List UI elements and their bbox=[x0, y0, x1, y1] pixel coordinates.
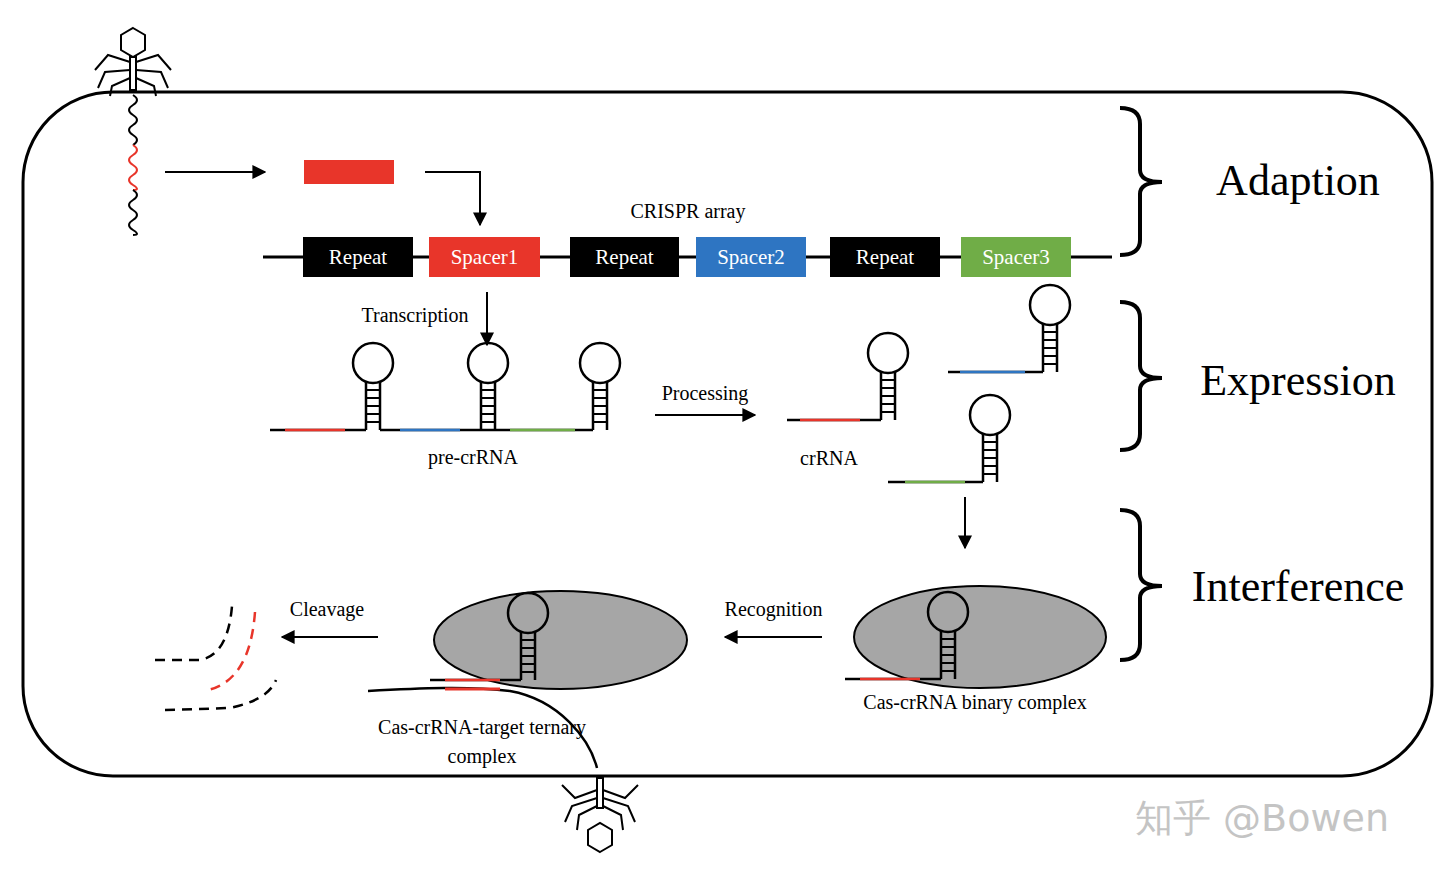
cleaved-dna bbox=[155, 606, 276, 710]
viral-dna bbox=[129, 95, 137, 145]
hairpin bbox=[868, 333, 908, 420]
rna-spacer bbox=[400, 429, 460, 432]
rna-spacer bbox=[285, 429, 345, 432]
viral-dna bbox=[129, 190, 137, 235]
protospacer bbox=[129, 145, 137, 190]
new-spacer bbox=[304, 160, 394, 184]
phage-top bbox=[95, 28, 171, 96]
dna-fragment bbox=[165, 680, 276, 710]
bracket bbox=[1120, 510, 1162, 660]
binary-complex: Cas-crRNA binary complex bbox=[853, 585, 1107, 689]
spacer-box: Spacer2 bbox=[696, 237, 806, 277]
box-label: Spacer2 bbox=[717, 245, 785, 270]
arrow bbox=[486, 292, 488, 345]
hairpin bbox=[970, 395, 1010, 482]
rna-strand bbox=[270, 429, 593, 432]
step-label: Transcription bbox=[361, 304, 468, 327]
connector bbox=[540, 256, 570, 259]
repeat-box: Repeat bbox=[570, 237, 679, 277]
pre-crrna bbox=[270, 343, 620, 430]
rna-label: crRNA bbox=[800, 447, 858, 470]
box-label: Repeat bbox=[329, 245, 387, 270]
hairpin bbox=[468, 343, 508, 430]
connector bbox=[940, 256, 961, 259]
phage-tail bbox=[597, 778, 603, 808]
step-label: Cleavage bbox=[290, 598, 364, 621]
spacer-box: Spacer1 bbox=[429, 237, 540, 277]
bracket bbox=[1120, 108, 1162, 255]
edge-label: Recognition bbox=[725, 598, 823, 621]
arrow bbox=[964, 497, 966, 548]
box-label: Spacer1 bbox=[451, 245, 519, 270]
rna-spacer bbox=[905, 481, 965, 484]
cell-membrane bbox=[23, 92, 1432, 776]
rna-label: pre-crRNA bbox=[428, 446, 518, 469]
complex-label: Cas-crRNA-target ternary complex bbox=[372, 713, 592, 771]
repeat-box: Repeat bbox=[830, 237, 940, 277]
repeat-box: Repeat bbox=[303, 237, 413, 277]
phage-tail bbox=[130, 57, 136, 90]
hairpin bbox=[353, 343, 393, 430]
stage-title: Adaption bbox=[1216, 155, 1380, 206]
ellipse-outline bbox=[853, 585, 1107, 689]
box-label: Spacer3 bbox=[982, 245, 1050, 270]
cas-protein bbox=[434, 591, 687, 689]
rna-strand bbox=[948, 371, 1043, 374]
connector bbox=[806, 256, 830, 259]
bracket bbox=[1120, 302, 1162, 450]
phage-head bbox=[121, 28, 145, 57]
ternary-complex: Cas-crRNA-target ternary complex bbox=[433, 590, 688, 690]
stage-title: Interference bbox=[1192, 561, 1404, 612]
rna-strand bbox=[888, 481, 983, 484]
dna-fragment bbox=[155, 606, 232, 660]
arrow bbox=[655, 414, 755, 416]
rna-spacer bbox=[510, 429, 575, 432]
hairpin bbox=[1030, 285, 1070, 372]
arrow bbox=[165, 171, 265, 173]
connector bbox=[679, 256, 696, 259]
stage-title: Expression bbox=[1200, 355, 1396, 406]
watermark: 知乎 @Bowen bbox=[1135, 793, 1389, 844]
hairpin bbox=[580, 343, 620, 430]
cas-protein bbox=[854, 586, 1106, 688]
crrna bbox=[787, 285, 1070, 482]
spacer-box: Spacer3 bbox=[961, 237, 1071, 277]
phage-head bbox=[588, 823, 612, 852]
arrow bbox=[425, 172, 480, 225]
phage-legs bbox=[95, 55, 171, 96]
phage-legs bbox=[562, 785, 638, 830]
box-label: Repeat bbox=[595, 245, 653, 270]
rna-spacer bbox=[960, 371, 1025, 374]
box-label: Repeat bbox=[856, 245, 914, 270]
connector bbox=[413, 256, 429, 259]
connector bbox=[725, 636, 822, 638]
rna-strand bbox=[787, 419, 881, 422]
step-label: Processing bbox=[662, 382, 749, 405]
ellipse-outline bbox=[433, 590, 688, 690]
array-label: CRISPR array bbox=[631, 200, 746, 223]
rna-spacer bbox=[800, 419, 860, 422]
dna-fragment bbox=[208, 612, 255, 690]
phage-bottom bbox=[562, 778, 638, 852]
target-site bbox=[445, 688, 500, 691]
complex-label: Cas-crRNA binary complex bbox=[815, 688, 1135, 717]
arrow bbox=[282, 636, 378, 638]
